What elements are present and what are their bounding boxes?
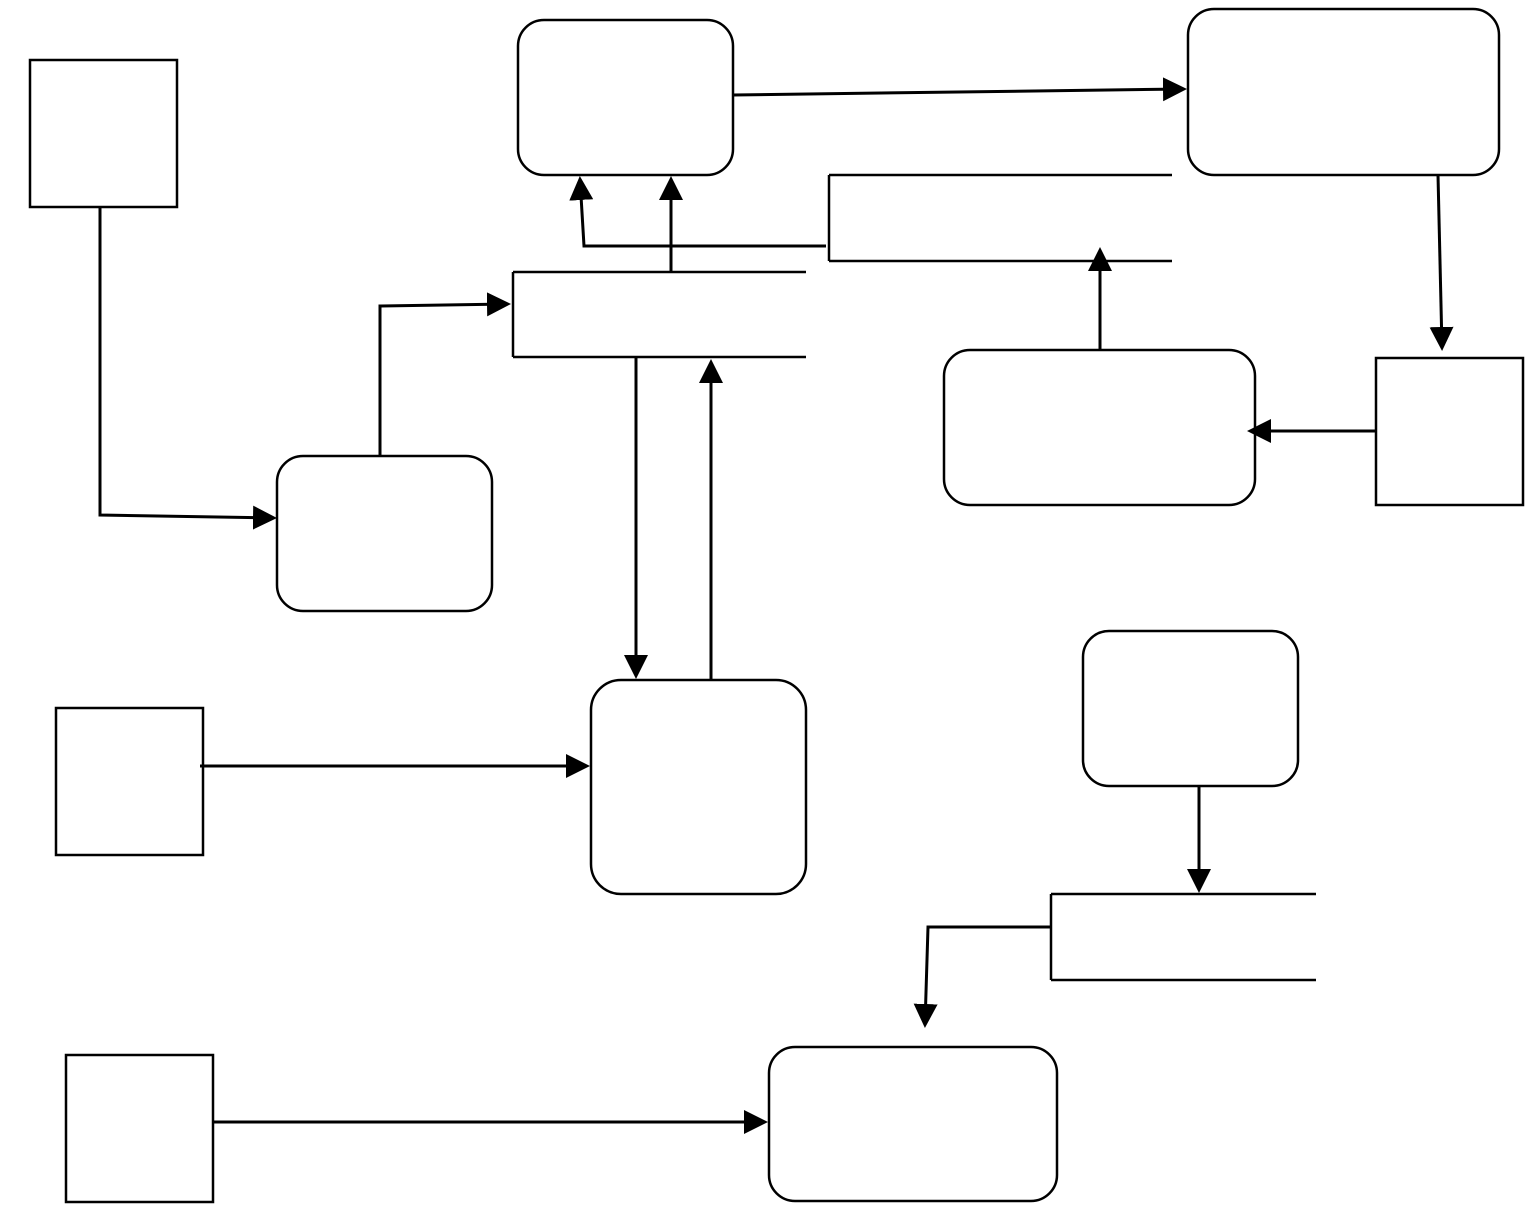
flow-process2-to-process3 xyxy=(732,77,1187,102)
flow-process1-to-store1 xyxy=(378,292,511,456)
flow-process3-to-entity4 xyxy=(1429,174,1454,351)
flow-store2-to-process2 xyxy=(569,176,826,248)
data-store-1 xyxy=(511,270,806,359)
flow-store3-to-process7 xyxy=(913,925,1051,1028)
process-5 xyxy=(589,678,808,896)
external-entity-4 xyxy=(1374,356,1525,507)
process-4 xyxy=(942,348,1257,507)
flow-entity1-to-process1 xyxy=(98,207,277,530)
external-entity-2 xyxy=(54,706,205,857)
data-store-2 xyxy=(827,173,1172,263)
process-3 xyxy=(1186,7,1501,177)
external-entity-3 xyxy=(64,1053,215,1204)
process-1 xyxy=(275,454,494,613)
process-7 xyxy=(767,1045,1059,1203)
process-2 xyxy=(516,18,735,177)
process-6 xyxy=(1081,629,1300,788)
external-entity-1 xyxy=(28,58,179,209)
data-store-3 xyxy=(1049,892,1316,982)
